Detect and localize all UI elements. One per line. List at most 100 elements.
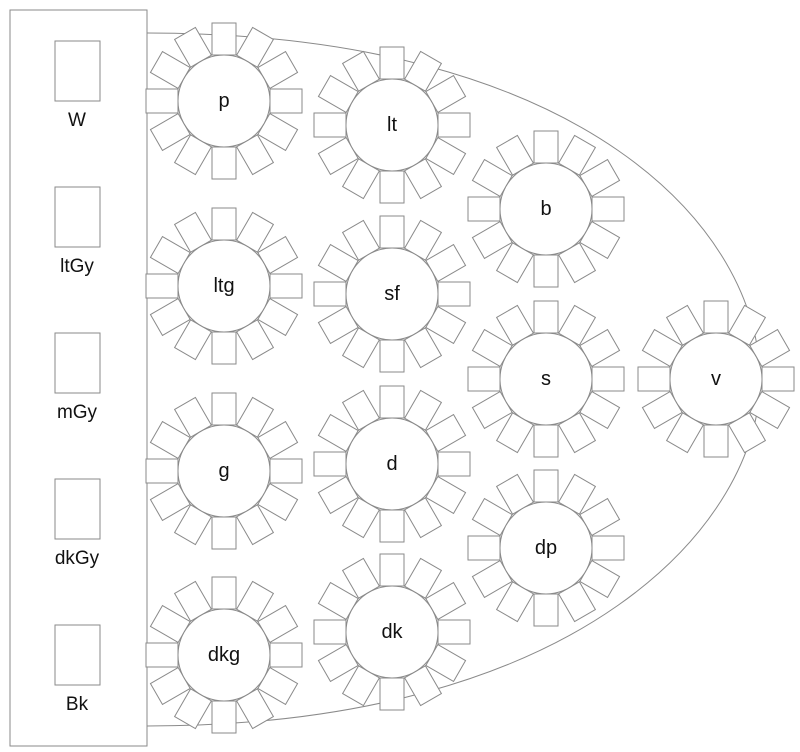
table-label: ltg — [213, 275, 234, 297]
head-seat-label: W — [68, 110, 86, 131]
table-label: s — [541, 368, 551, 390]
table-seat — [467, 196, 501, 222]
table-label: d — [386, 453, 397, 475]
table-seat — [533, 254, 559, 288]
table-seat — [379, 509, 405, 543]
table-circle — [177, 608, 271, 702]
table-label: lt — [387, 114, 397, 136]
table-seat — [269, 88, 303, 114]
head-seat-box — [54, 478, 101, 540]
table-seat — [437, 619, 471, 645]
table-seat — [533, 593, 559, 627]
table-seat — [379, 553, 405, 587]
table-seat — [313, 112, 347, 138]
table-seat — [145, 458, 179, 484]
table-seat — [211, 22, 237, 56]
head-seat-box — [54, 40, 101, 102]
table-seat — [145, 88, 179, 114]
table-seat — [379, 46, 405, 80]
head-seat-label: dkGy — [55, 548, 100, 569]
head-seat-box — [54, 186, 101, 248]
table-seat — [437, 451, 471, 477]
table-label: dp — [535, 537, 557, 559]
table-circle — [345, 417, 439, 511]
table-circle — [177, 424, 271, 518]
head-seat: ltGy — [54, 186, 101, 277]
table-seat — [703, 424, 729, 458]
table-seat — [379, 215, 405, 249]
table-seat — [591, 366, 625, 392]
round-table: g — [145, 392, 303, 550]
round-table: dkg — [145, 576, 303, 734]
table-circle — [177, 54, 271, 148]
table-seat — [211, 207, 237, 241]
table-seat — [379, 385, 405, 419]
table-seat — [467, 535, 501, 561]
head-seat: mGy — [54, 332, 101, 423]
table-label: sf — [384, 283, 400, 305]
head-seat: W — [54, 40, 101, 131]
table-label: b — [540, 198, 551, 220]
round-table: p — [145, 22, 303, 180]
head-seat-box — [54, 332, 101, 394]
table-circle — [499, 162, 593, 256]
table-label: dkg — [208, 644, 240, 666]
round-table: s — [467, 300, 625, 458]
table-seat — [761, 366, 795, 392]
head-seat: dkGy — [54, 478, 101, 569]
head-seat-box — [54, 624, 101, 686]
table-seat — [145, 642, 179, 668]
table-seat — [379, 339, 405, 373]
table-seat — [145, 273, 179, 299]
table-seat — [313, 451, 347, 477]
head-table — [9, 9, 148, 747]
table-seat — [211, 392, 237, 426]
round-table: ltg — [145, 207, 303, 365]
table-seat — [379, 170, 405, 204]
round-table: b — [467, 130, 625, 288]
table-circle — [499, 332, 593, 426]
table-label: g — [218, 460, 229, 482]
table-seat — [533, 300, 559, 334]
table-label: dk — [381, 621, 403, 643]
table-seat — [437, 112, 471, 138]
table-seat — [313, 619, 347, 645]
table-seat — [269, 642, 303, 668]
table-seat — [467, 366, 501, 392]
round-table: lt — [313, 46, 471, 204]
table-circle — [177, 239, 271, 333]
table-seat — [591, 196, 625, 222]
table-seat — [211, 331, 237, 365]
table-seat — [533, 469, 559, 503]
table-label: v — [711, 368, 721, 390]
table-seat — [379, 677, 405, 711]
table-seat — [211, 576, 237, 610]
table-seat — [313, 281, 347, 307]
round-table: v — [637, 300, 795, 458]
table-seat — [533, 130, 559, 164]
table-seat — [533, 424, 559, 458]
head-seat-label: ltGy — [60, 256, 94, 277]
table-seat — [703, 300, 729, 334]
head-seat: Bk — [54, 624, 101, 715]
table-seat — [211, 700, 237, 734]
table-seat — [437, 281, 471, 307]
table-circle — [345, 247, 439, 341]
head-seat-label: Bk — [66, 694, 89, 715]
table-seat — [269, 458, 303, 484]
table-circle — [499, 501, 593, 595]
table-seat — [591, 535, 625, 561]
round-table: sf — [313, 215, 471, 373]
table-circle — [669, 332, 763, 426]
table-circle — [345, 78, 439, 172]
table-label: p — [218, 90, 229, 112]
table-seat — [637, 366, 671, 392]
head-seat-label: mGy — [57, 402, 98, 423]
round-table: dk — [313, 553, 471, 711]
table-seat — [269, 273, 303, 299]
table-seat — [211, 516, 237, 550]
round-table: dp — [467, 469, 625, 627]
round-table: d — [313, 385, 471, 543]
